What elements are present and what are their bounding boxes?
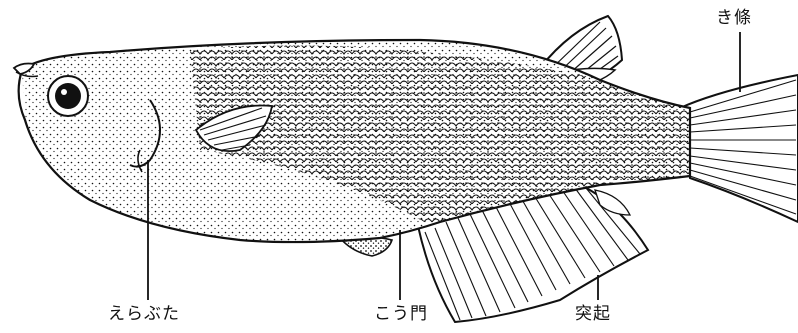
label-fin-ray: き條	[716, 10, 752, 27]
label-process: 突起	[575, 306, 611, 323]
caudal-fin	[680, 75, 798, 222]
label-gill-cover: えらぶた	[108, 306, 180, 323]
eye	[48, 76, 88, 116]
label-anus: こう門	[374, 306, 428, 323]
